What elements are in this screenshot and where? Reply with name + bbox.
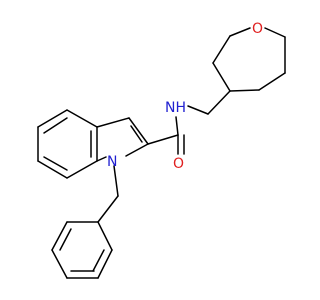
structure-canvas: NH O N O xyxy=(37,21,286,279)
bond xyxy=(212,62,231,92)
amide-nitrogen-label: NH xyxy=(165,100,186,116)
benzyl-group xyxy=(51,165,119,279)
bond xyxy=(264,27,286,38)
bond xyxy=(128,117,149,145)
bond xyxy=(51,221,68,251)
ring-oxygen-label: O xyxy=(252,21,263,37)
indole-benzene-ring xyxy=(37,109,98,179)
bond xyxy=(147,134,179,145)
bond xyxy=(51,249,68,279)
double-bond-inner xyxy=(130,125,143,143)
double-bond-inner xyxy=(43,156,68,171)
bond xyxy=(229,27,251,37)
carbonyl-oxygen-label: O xyxy=(173,156,184,172)
bond xyxy=(207,90,231,115)
oxane-ring xyxy=(212,27,286,92)
indole-nitrogen-label: N xyxy=(107,154,117,170)
bond xyxy=(97,249,113,279)
bond xyxy=(37,109,68,128)
bond xyxy=(66,160,98,179)
bond xyxy=(212,35,231,64)
bond xyxy=(125,143,149,157)
bond xyxy=(97,195,119,223)
bond xyxy=(258,72,286,91)
double-bond-inner xyxy=(43,117,68,134)
indole-pyrrole-ring xyxy=(96,117,149,162)
bond xyxy=(175,116,179,136)
molecule-diagram: NH O N O xyxy=(37,21,286,279)
double-bond-inner xyxy=(59,228,72,251)
bond xyxy=(37,160,68,179)
double-bond-inner xyxy=(92,249,105,272)
bond xyxy=(66,109,98,128)
bond xyxy=(96,156,107,162)
bond xyxy=(187,105,209,115)
carboxamide-group xyxy=(147,90,231,155)
bond xyxy=(97,221,113,251)
bond xyxy=(229,89,260,92)
bond xyxy=(96,117,130,128)
bond xyxy=(113,165,119,197)
